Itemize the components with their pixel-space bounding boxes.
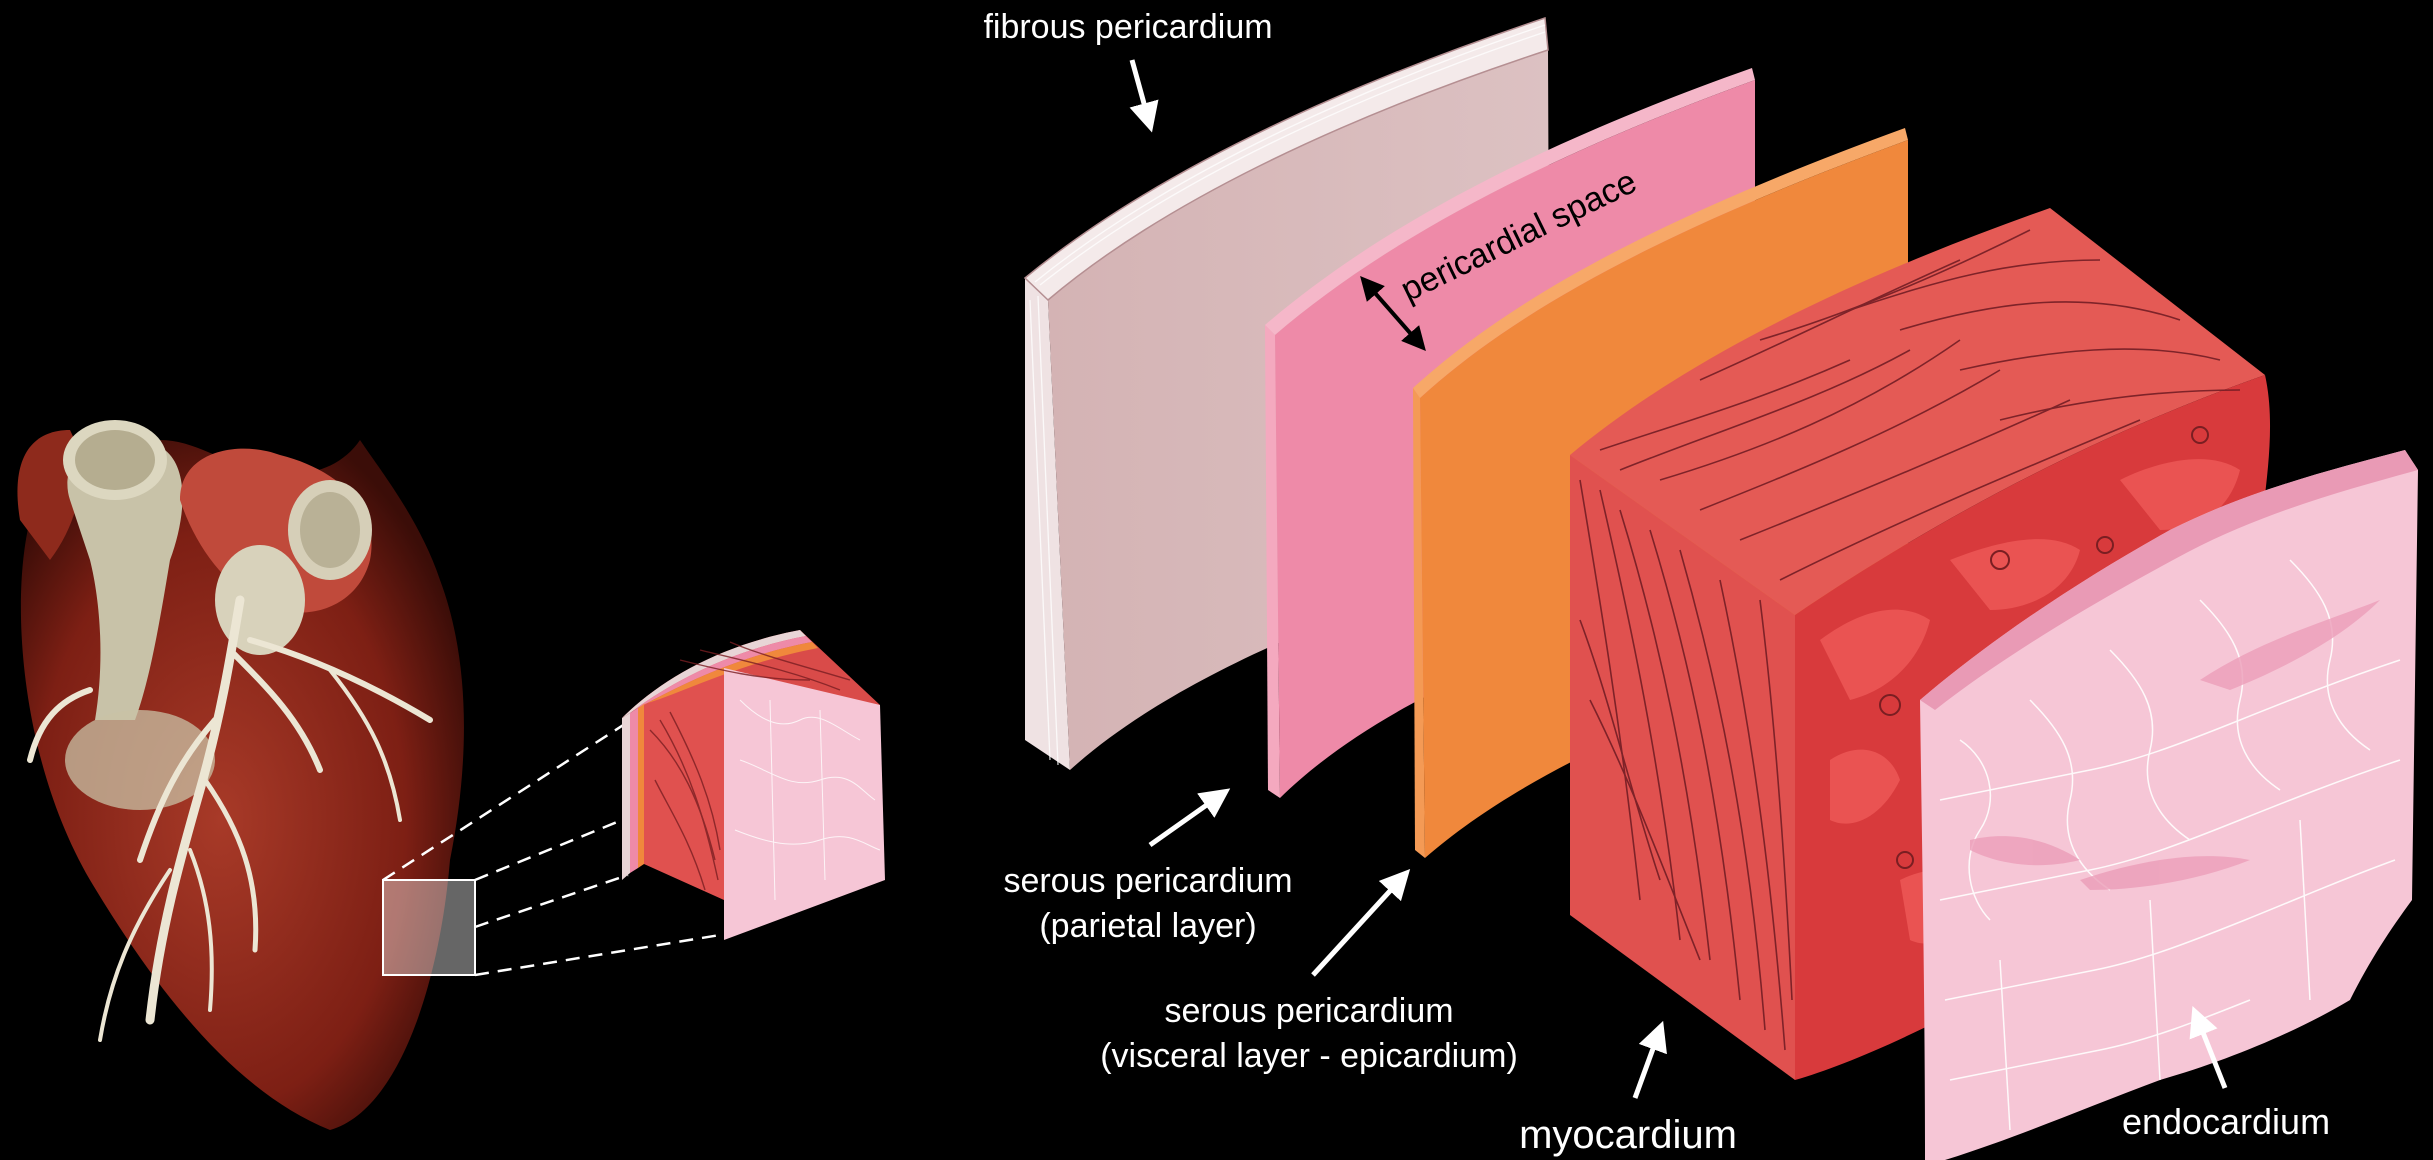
myocardium-label: myocardium xyxy=(1519,1113,1737,1157)
serous-parietal-label-line2: (parietal layer) xyxy=(1039,907,1256,945)
heart-3d-render xyxy=(17,420,463,1130)
endocardium-label: endocardium xyxy=(2122,1101,2330,1142)
zoom-region-box xyxy=(383,880,475,975)
fibrous-pericardium-label: fibrous pericardium xyxy=(983,8,1272,46)
small-wall-section xyxy=(622,630,885,940)
serous-visceral-label-line1: serous pericardium xyxy=(1164,992,1453,1030)
serous-parietal-label-line1: serous pericardium xyxy=(1003,862,1292,900)
serous-visceral-label-line2: (visceral layer - epicardium) xyxy=(1100,1037,1518,1075)
